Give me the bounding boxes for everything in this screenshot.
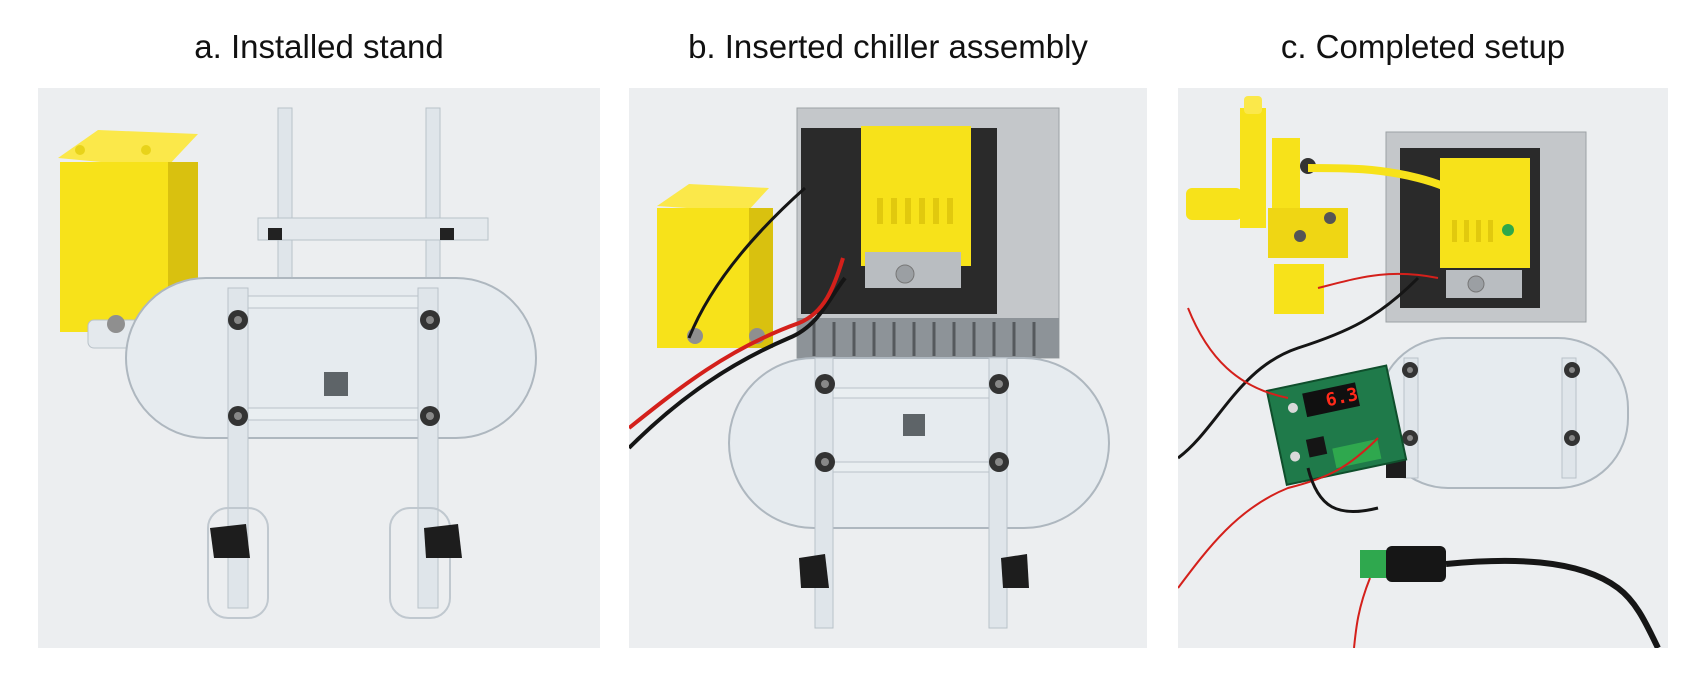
inserted-chiller-assembly-photo xyxy=(629,88,1147,648)
panel-a: a. Installed stand xyxy=(38,0,600,697)
panel-a-title: a. Installed stand xyxy=(194,28,444,65)
installed-stand-photo xyxy=(38,88,600,648)
panel-b-title: b. Inserted chiller assembly xyxy=(688,28,1088,65)
panel-c: c. Completed setup xyxy=(1178,0,1668,697)
panel-c-title: c. Completed setup xyxy=(1280,28,1566,65)
completed-setup-photo: 6.3 xyxy=(1178,88,1668,648)
panel-b: b. Inserted chiller assembly xyxy=(629,0,1147,697)
